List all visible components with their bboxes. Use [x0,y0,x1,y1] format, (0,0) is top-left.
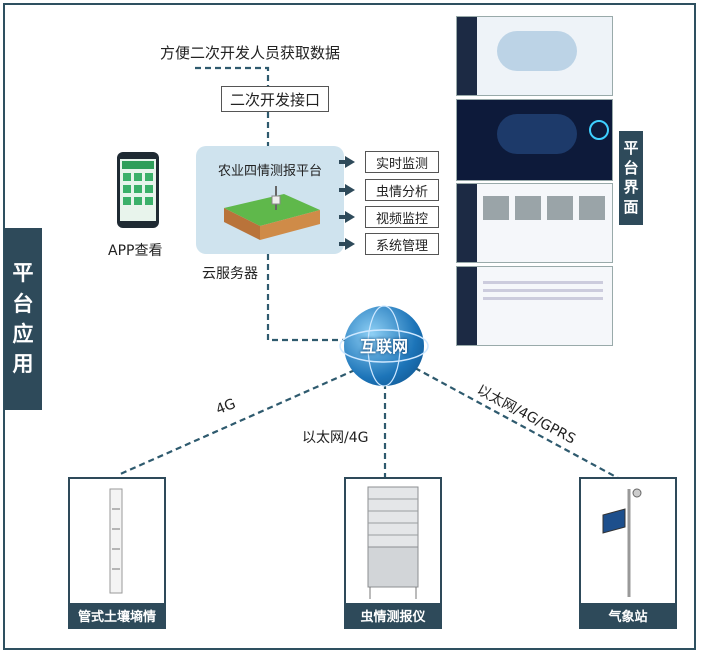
func-system: 系统管理 [365,233,439,255]
data-access-label: 方便二次开发人员获取数据 [160,44,341,62]
screenshot-pest [456,183,613,263]
internet-label: 互联网 [359,337,408,356]
screenshot-table [456,266,613,346]
right-tag: 平台 界面 [619,131,643,225]
globe-orbits [339,305,429,387]
app-view-label: APP查看 [108,243,163,259]
weather-station-icon [602,488,642,597]
api-box: 二次开发接口 [221,86,329,112]
line-globe-weather [414,367,619,479]
device-pest: 虫情测报仪 [344,477,442,629]
screenshot-dashboard [456,99,613,181]
platform-title: 农业四情测报平台 [217,164,322,179]
line-globe-soil [117,368,356,477]
phone-icon [117,152,159,228]
line-platform-globe [266,254,346,342]
cloud-server-label: 云服务器 [202,266,258,282]
link-ethernet-4g: 以太网/4G [302,430,369,446]
device-soil-label: 管式土壤墒情 [70,603,164,627]
func-realtime: 实时监测 [365,151,439,173]
pest-monitor-icon [367,486,419,599]
arrow-4 [339,238,355,250]
func-pest-analysis: 虫情分析 [365,179,439,201]
farmland-icon [224,186,320,240]
cloud-platform: 农业四情测报平台 [196,146,344,254]
arrow-1 [339,156,355,168]
device-pest-label: 虫情测报仪 [346,603,440,627]
soil-probe-icon [109,488,123,594]
internet-globe-icon [344,306,424,386]
arrow-2 [339,184,355,196]
line-top-api [195,66,270,86]
device-weather: 气象站 [579,477,677,629]
arrow-3 [339,211,355,223]
device-weather-label: 气象站 [581,603,675,627]
device-soil: 管式土壤墒情 [68,477,166,629]
left-tag: 平台 应用 [4,228,42,410]
func-video: 视频监控 [365,206,439,228]
screenshot-map [456,16,613,96]
